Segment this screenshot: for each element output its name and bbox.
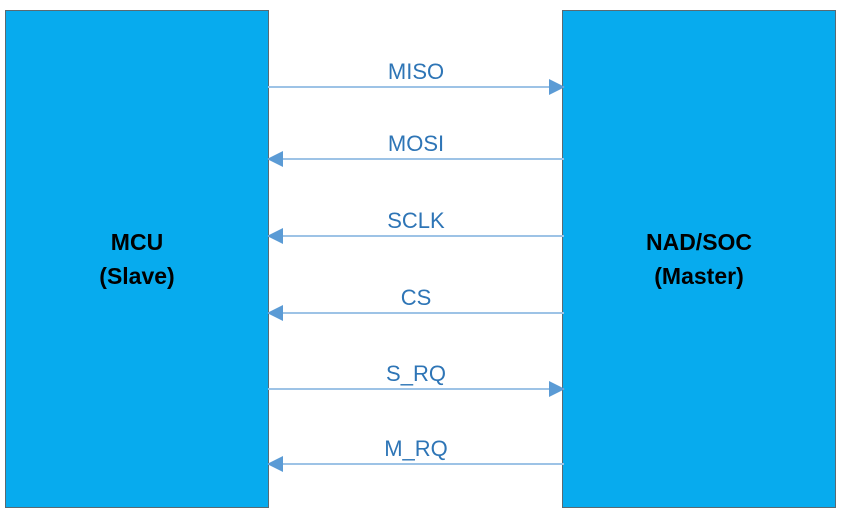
- signal-cs[interactable]: CS: [267, 270, 564, 330]
- signal-s-rq[interactable]: S_RQ: [268, 346, 565, 406]
- signal-s-rq-shaft: [268, 388, 564, 390]
- signal-miso[interactable]: MISO: [268, 44, 565, 104]
- node-nad-soc[interactable]: NAD/SOC (Master): [562, 10, 836, 508]
- signal-miso-shaft: [268, 86, 564, 88]
- signal-sclk-shaft: [268, 235, 564, 237]
- signal-cs-label: CS: [400, 285, 432, 310]
- node-nad-soc-role: (Master): [654, 263, 744, 289]
- arrow-left-icon: [267, 228, 283, 244]
- signal-m-rq-shaft: [268, 463, 564, 465]
- signal-s-rq-label: S_RQ: [386, 361, 446, 386]
- signal-m-rq[interactable]: M_RQ: [267, 421, 564, 481]
- signal-mosi[interactable]: MOSI: [267, 116, 564, 176]
- arrow-left-icon: [267, 305, 283, 321]
- node-nad-soc-title: NAD/SOC: [645, 229, 753, 255]
- signal-sclk-label: SCLK: [387, 208, 445, 233]
- arrow-left-icon: [267, 456, 283, 472]
- node-mcu-role: (Slave): [99, 263, 175, 289]
- arrow-right-icon: [549, 381, 565, 397]
- signal-sclk[interactable]: SCLK: [267, 193, 564, 253]
- signal-mosi-shaft: [268, 158, 564, 160]
- signal-mosi-label: MOSI: [387, 131, 445, 156]
- signal-m-rq-label: M_RQ: [384, 436, 448, 461]
- arrow-right-icon: [549, 79, 565, 95]
- arrow-left-icon: [267, 151, 283, 167]
- signal-miso-label: MISO: [387, 59, 445, 84]
- node-mcu[interactable]: MCU (Slave): [5, 10, 269, 508]
- signal-cs-shaft: [268, 312, 564, 314]
- node-mcu-title: MCU: [110, 229, 164, 255]
